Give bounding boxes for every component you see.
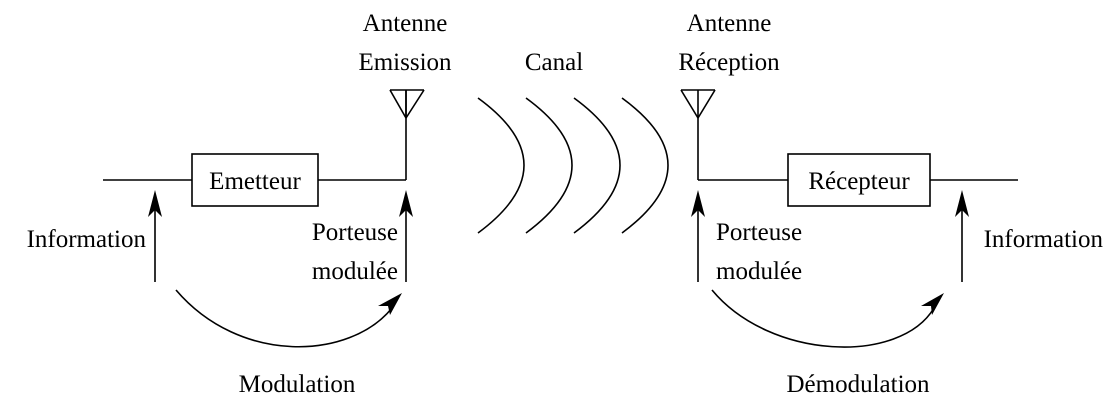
demodulation-curve-arrow — [711, 289, 944, 348]
antenna-reception-label-line2: Réception — [678, 49, 780, 76]
carrier-right-label-line2: modulée — [716, 258, 802, 285]
antenna-reception-label-line1: Antenne — [687, 10, 772, 37]
modulation-curve-arrow — [175, 289, 402, 348]
information-arrow-right — [955, 190, 969, 282]
channel-waves — [477, 97, 669, 234]
demodulation-label: Démodulation — [786, 371, 930, 396]
emitter-label: Emetteur — [209, 168, 301, 195]
antenna-emission-label-line1: Antenne — [363, 10, 448, 37]
reception-antenna-icon — [680, 89, 716, 119]
receiver-box — [787, 153, 931, 207]
receiver-label: Récepteur — [808, 168, 910, 195]
information-right-label: Information — [984, 226, 1104, 253]
carrier-arrow-right — [691, 190, 705, 282]
carrier-right-label-line1: Porteuse — [716, 219, 802, 246]
carrier-left-label-line2: modulée — [312, 258, 398, 285]
information-left-label: Information — [27, 226, 147, 253]
carrier-arrow-left — [399, 190, 413, 282]
modulation-label: Modulation — [239, 371, 356, 396]
channel-label: Canal — [525, 49, 583, 76]
carrier-left-label-line1: Porteuse — [312, 219, 398, 246]
emission-antenna-icon — [389, 89, 425, 119]
information-arrow-left — [148, 190, 162, 282]
antenna-emission-label-line2: Emission — [358, 49, 452, 76]
